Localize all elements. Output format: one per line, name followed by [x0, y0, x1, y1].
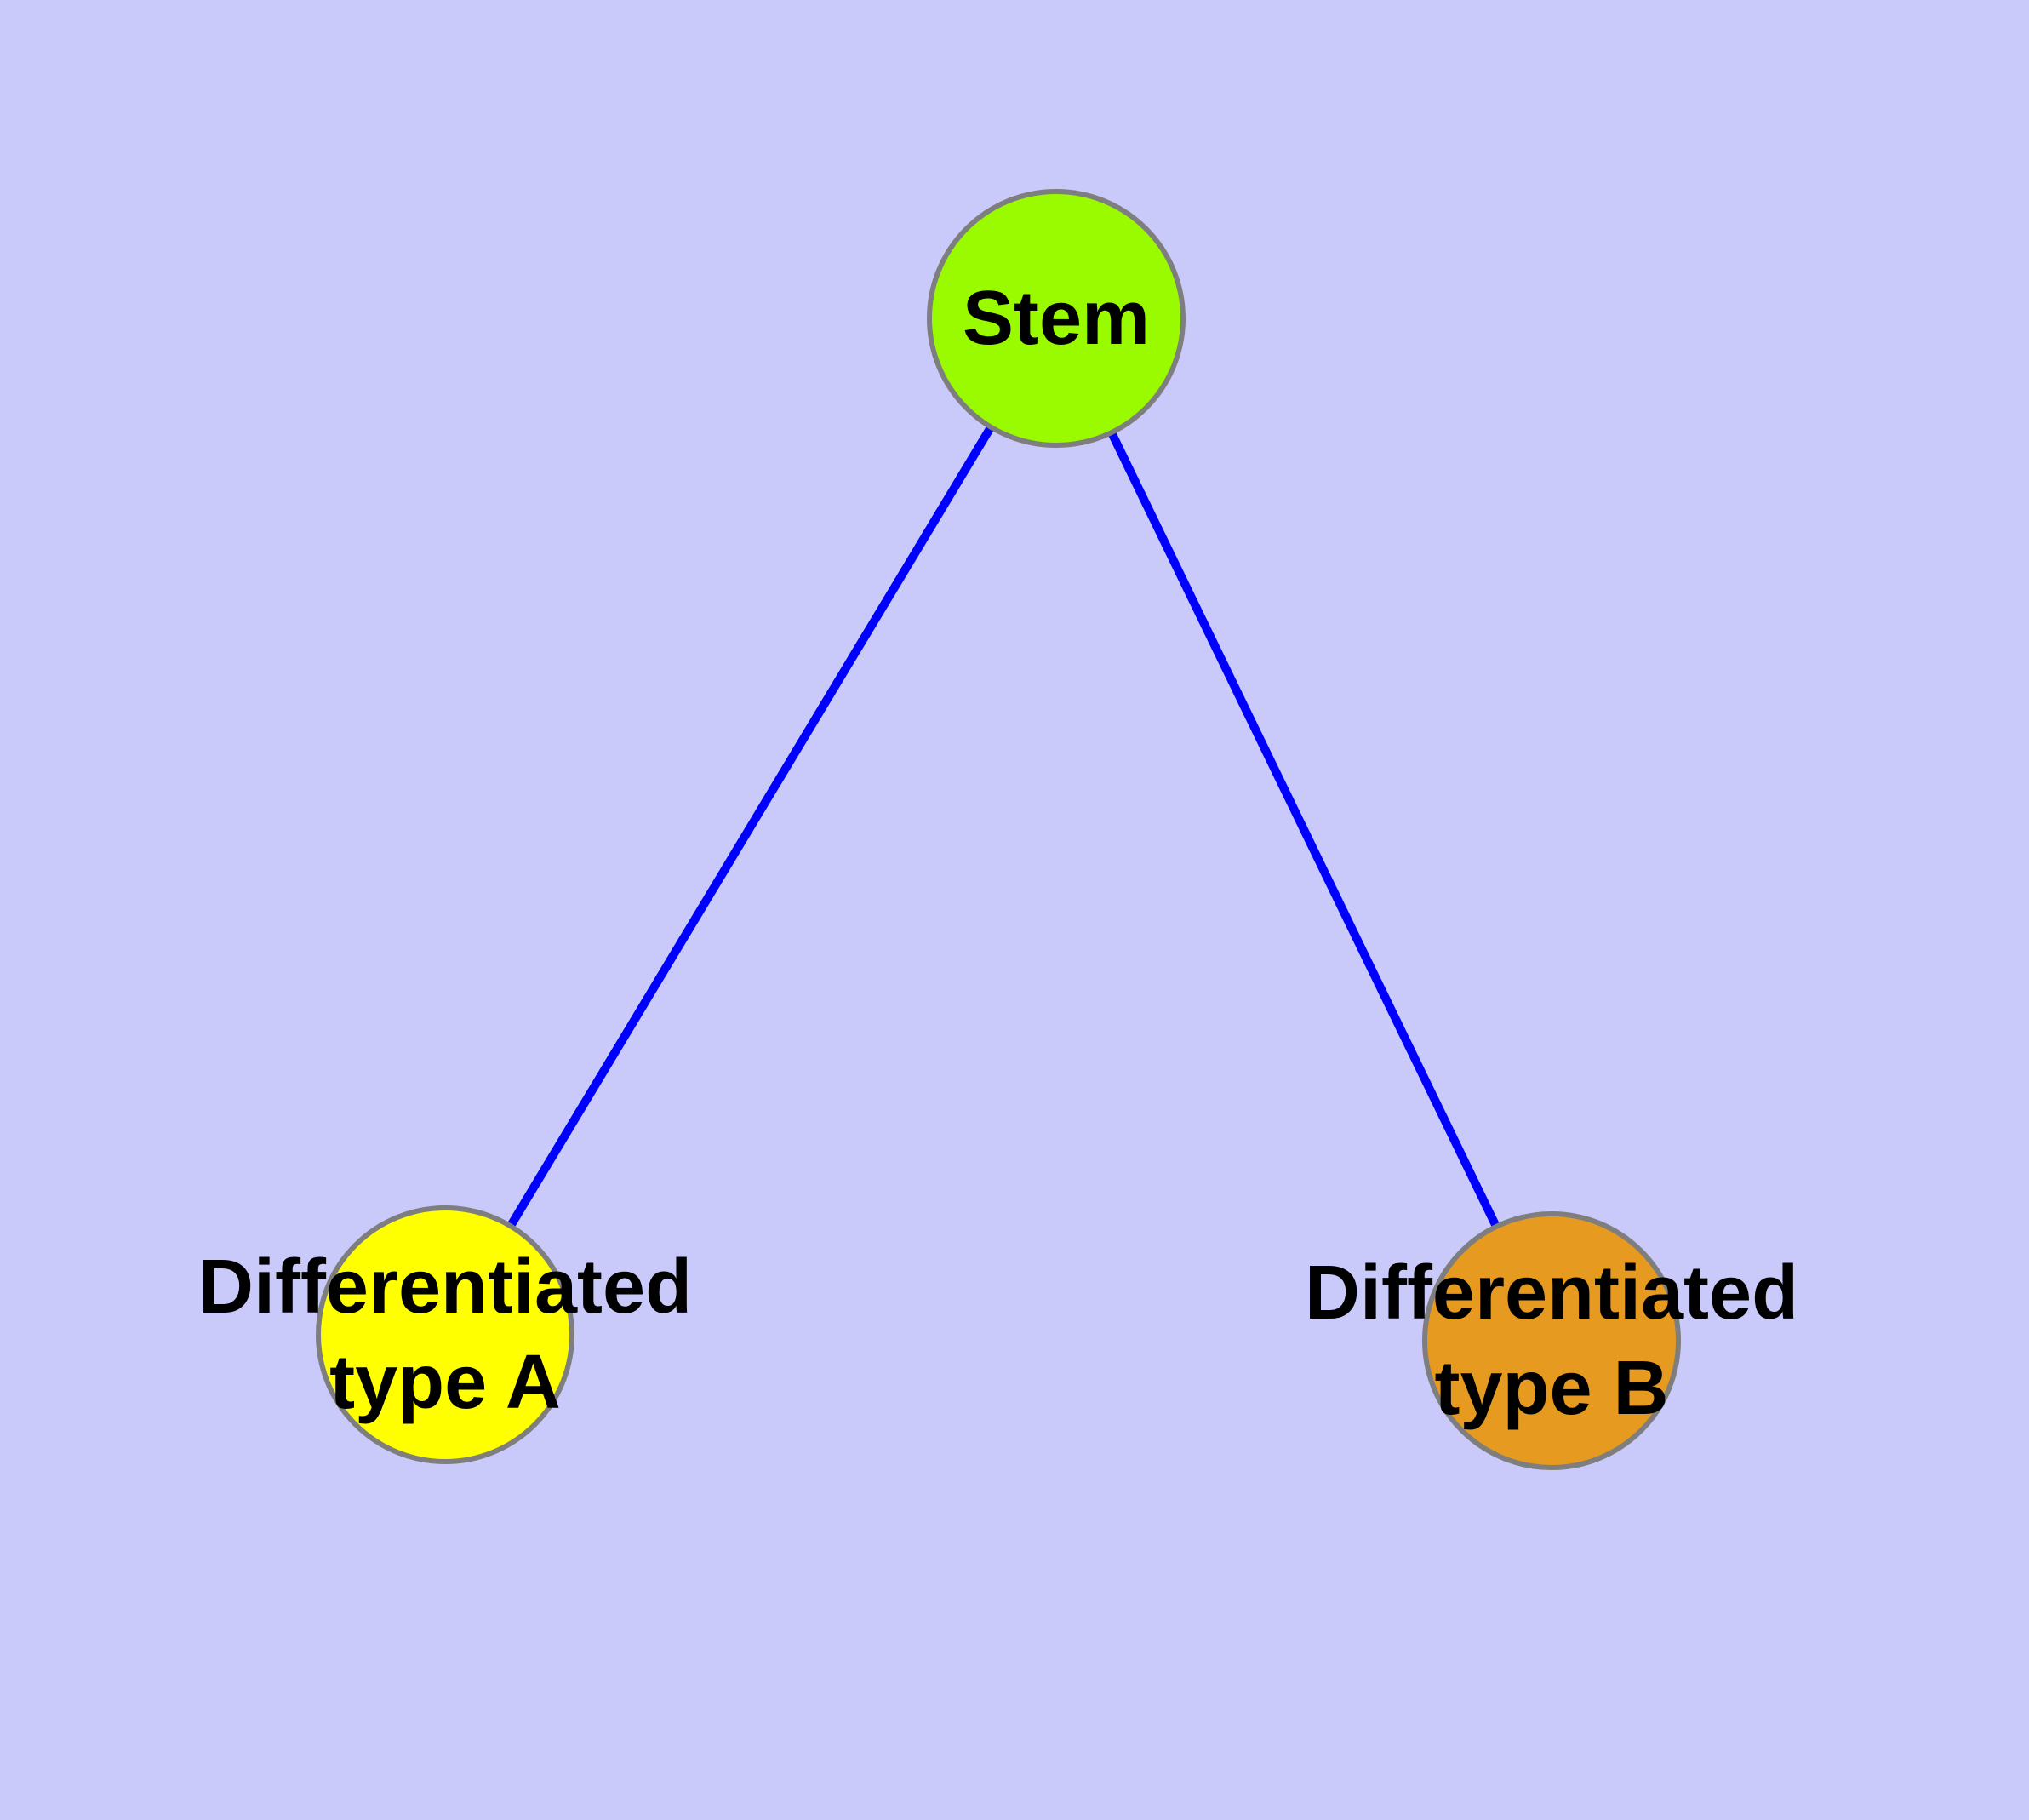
- edge-stem-to-type-a: [441, 314, 1060, 1339]
- label-line: Differentiated: [1304, 1251, 1799, 1336]
- label-line: type A: [329, 1340, 561, 1425]
- node-stem: Stem: [927, 189, 1186, 448]
- label-line: Stem: [962, 276, 1151, 361]
- edge-stem-to-type-b: [1052, 314, 1556, 1345]
- node-differentiated-type-a-label: Differentiated type A: [198, 1239, 692, 1430]
- node-differentiated-type-a: Differentiated type A: [198, 1205, 692, 1464]
- label-line: type B: [1434, 1346, 1669, 1431]
- node-stem-label: Stem: [963, 271, 1150, 366]
- node-differentiated-type-b: Differentiated type B: [1305, 1211, 1798, 1470]
- node-differentiated-type-b-label: Differentiated type B: [1305, 1245, 1798, 1436]
- label-line: Differentiated: [197, 1245, 693, 1330]
